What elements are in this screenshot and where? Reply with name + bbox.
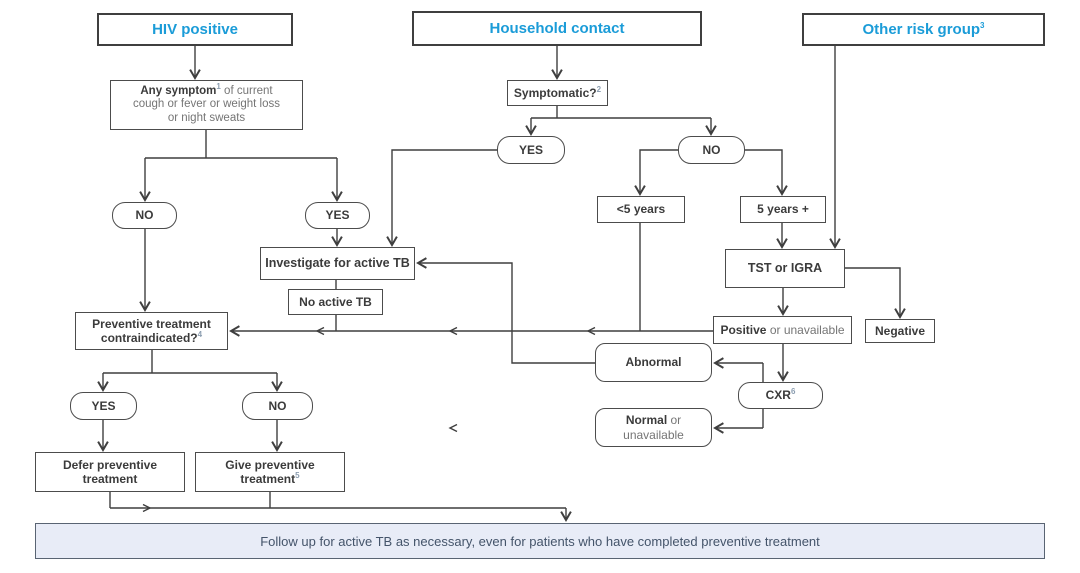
footnote-1: 1 (216, 81, 221, 91)
followup-text: Follow up for active TB as necessary, ev… (260, 533, 820, 549)
node-cxr: CXR6 (738, 382, 823, 409)
node-line: Any symptom1 of current (140, 81, 273, 97)
plain-connectors (103, 106, 764, 509)
node-label: <5 years (616, 202, 666, 217)
node-hiv-positive: HIV positive (97, 13, 293, 46)
node-tst-or-igra: TST or IGRA (725, 249, 845, 288)
node-label: No active TB (299, 294, 372, 309)
node-line: treatment5 (240, 471, 300, 487)
node-line: contraindicated?4 (100, 330, 203, 346)
node-line: cough or fever or weight loss (132, 98, 281, 111)
node-give-preventive-treatment: Give preventive treatment5 (195, 452, 345, 492)
node-under-5-years: <5 years (597, 196, 685, 223)
node-label: HIV positive (152, 20, 238, 38)
node-label: NO (702, 142, 721, 157)
node-preventive-treatment-contraindicated: Preventive treatment contraindicated?4 (75, 312, 228, 350)
flow-chevrons (142, 326, 596, 513)
node-hiv-symptom-yes: YES (305, 202, 370, 229)
node-cxr-abnormal: Abnormal (595, 343, 712, 382)
node-contraindicated-no: NO (242, 392, 313, 420)
node-any-symptom: Any symptom1 of current cough or fever o… (110, 80, 303, 130)
node-label: NO (268, 398, 287, 413)
node-label: Other risk group3 (862, 20, 985, 38)
node-hiv-symptom-no: NO (112, 202, 177, 229)
node-positive-or-unavailable: Positive or unavailable (713, 316, 852, 344)
node-label: YES (91, 398, 116, 413)
footnote-6: 6 (790, 387, 796, 397)
node-label: YES (325, 208, 350, 223)
node-label: Positive or unavailable (720, 322, 845, 337)
node-line: Normal or (625, 413, 682, 428)
node-defer-preventive-treatment: Defer preventive treatment (35, 452, 185, 492)
node-symptomatic: Symptomatic?2 (507, 80, 608, 106)
node-line: Preventive treatment (92, 316, 211, 331)
node-contraindicated-yes: YES (70, 392, 137, 420)
node-5-years-plus: 5 years + (740, 196, 826, 223)
node-label: Investigate for active TB (265, 256, 410, 271)
flow-edges (97, 46, 906, 522)
node-label: CXR6 (765, 387, 796, 403)
node-negative: Negative (865, 319, 935, 343)
followup-banner: Follow up for active TB as necessary, ev… (35, 523, 1045, 559)
node-label: Household contact (489, 19, 625, 37)
node-label: TST or IGRA (747, 261, 823, 276)
node-no-active-tb: No active TB (288, 289, 383, 315)
node-household-no: NO (678, 136, 745, 164)
edge-tst-to-negative (843, 267, 906, 319)
node-line: Give preventive (225, 457, 315, 472)
footnote-3: 3 (980, 20, 985, 30)
footnote-2: 2 (596, 84, 602, 94)
node-investigate-active-tb: Investigate for active TB (260, 247, 415, 280)
node-label: 5 years + (757, 202, 809, 217)
node-line: unavailable (623, 427, 684, 442)
node-line: or night sweats (167, 111, 246, 124)
edge-abnormal-to-investigate (416, 257, 595, 364)
footnote-5: 5 (295, 471, 300, 480)
node-label: Negative (874, 323, 926, 338)
node-line: treatment (82, 472, 138, 486)
edge-hhyes-to-investigate (386, 149, 497, 247)
node-cxr-normal-or-unavailable: Normal or unavailable (595, 408, 712, 447)
node-household-yes: YES (497, 136, 565, 164)
node-label: NO (135, 208, 154, 223)
node-label: Symptomatic?2 (513, 84, 602, 100)
node-other-risk-group: Other risk group3 (802, 13, 1045, 46)
node-household-contact: Household contact (412, 11, 702, 46)
edge-hhno-to-under5 (634, 149, 678, 196)
node-line: Defer preventive (62, 457, 158, 472)
edge-hhno-to-over5 (745, 149, 788, 196)
footnote-4: 4 (197, 330, 203, 339)
node-label: Abnormal (625, 355, 682, 370)
node-label: YES (518, 142, 543, 157)
